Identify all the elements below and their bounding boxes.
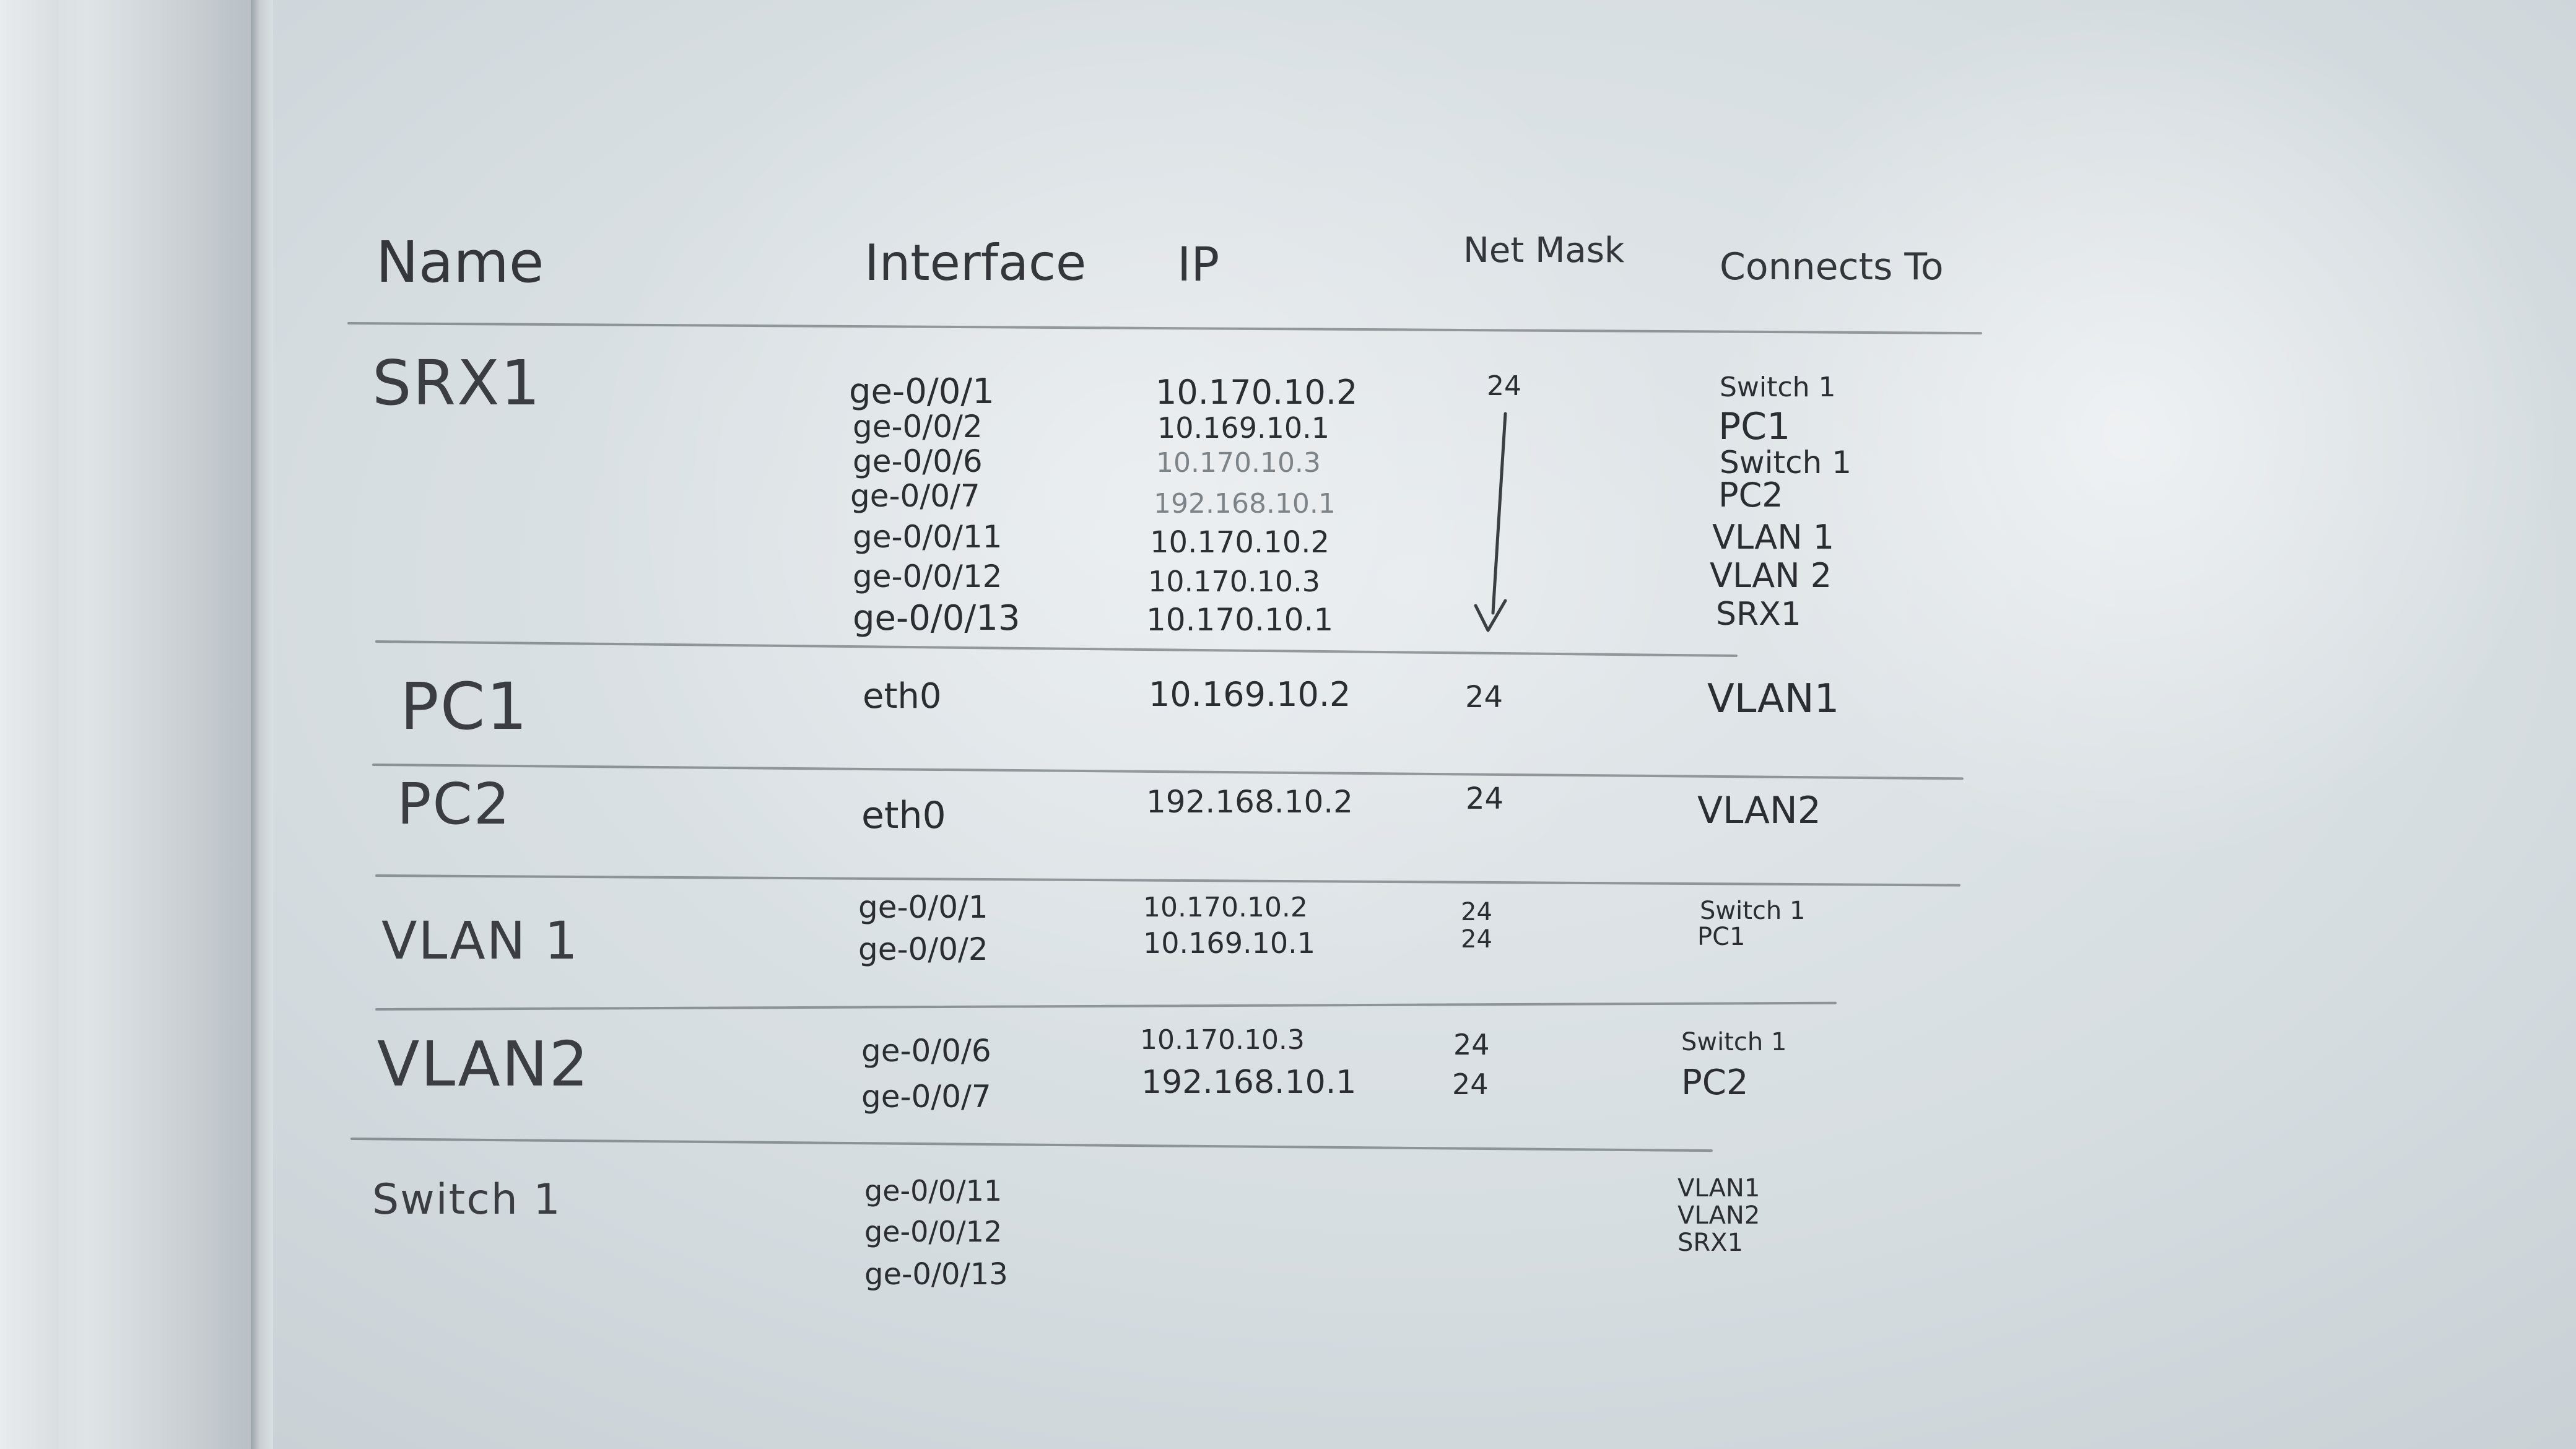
vlan2-interface: ge-0/0/6 [861, 1033, 991, 1069]
vlan2-ip: 10.170.10.3 [1140, 1024, 1305, 1056]
whiteboard-frame [0, 0, 251, 1449]
srx1-connects-to: Switch 1 [1720, 372, 1836, 403]
vlan2-net-mask: 24 [1452, 1068, 1489, 1101]
srx1-ip: 10.170.10.2 [1150, 525, 1330, 560]
vlan1-interface: ge-0/0/1 [858, 889, 988, 925]
pc1-ip: 10.169.10.2 [1149, 675, 1351, 714]
row-name-switch1: Switch 1 [372, 1175, 562, 1224]
srx1-ip: 10.170.10.1 [1146, 602, 1334, 638]
switch1-connects-to: SRX1 [1677, 1229, 1744, 1257]
vlan1-net-mask: 24 [1461, 925, 1492, 954]
switch1-interface: ge-0/0/12 [864, 1215, 1003, 1248]
header-net-mask: Net Mask [1463, 230, 1625, 271]
switch1-interface: ge-0/0/11 [864, 1174, 1003, 1208]
srx1-connects-to: PC1 [1718, 405, 1791, 448]
srx1-connects-to: PC2 [1718, 476, 1783, 515]
srx1-interface: ge-0/0/13 [853, 598, 1020, 638]
vlan1-connects-to: Switch 1 [1700, 897, 1806, 925]
srx1-interface: ge-0/0/12 [853, 559, 1003, 594]
vlan2-connects-to: Switch 1 [1681, 1028, 1787, 1056]
vlan1-interface: ge-0/0/2 [858, 931, 988, 967]
row-name-pc2: PC2 [397, 771, 511, 837]
srx1-interface: ge-0/0/1 [849, 372, 994, 412]
vlan2-interface: ge-0/0/7 [861, 1079, 991, 1115]
srx1-connects-to: Switch 1 [1720, 445, 1852, 481]
pc2-net-mask: 24 [1466, 781, 1504, 816]
srx1-ip: 10.170.10.3 [1156, 447, 1321, 479]
vlan1-ip: 10.169.10.1 [1143, 926, 1315, 960]
srx1-interface: ge-0/0/6 [853, 443, 983, 479]
row-name-srx1: SRX1 [372, 347, 542, 419]
pc1-net-mask: 24 [1465, 680, 1503, 715]
wall-strip [0, 0, 59, 1449]
row-name-pc1: PC1 [400, 669, 529, 744]
pc2-connects-to: VLAN2 [1697, 789, 1821, 832]
row-name-vlan2: VLAN2 [377, 1028, 590, 1100]
pc2-ip: 192.168.10.2 [1146, 784, 1353, 820]
whiteboard: Name Interface IP Net Mask Connects To S… [273, 0, 2576, 1449]
vlan1-net-mask: 24 [1461, 898, 1492, 926]
vlan2-connects-to: PC2 [1681, 1063, 1749, 1103]
srx1-connects-to: SRX1 [1716, 596, 1801, 633]
pc1-interface: eth0 [863, 676, 942, 716]
srx1-ip: 10.170.10.3 [1148, 565, 1320, 598]
down-arrow-icon [1474, 412, 1507, 632]
srx1-ip: 10.170.10.2 [1155, 373, 1358, 412]
vlan2-net-mask: 24 [1453, 1028, 1490, 1061]
switch1-interface: ge-0/0/13 [864, 1257, 1008, 1292]
header-connects-to: Connects To [1720, 245, 1944, 289]
header-ip: IP [1177, 237, 1220, 292]
vlan1-ip: 10.170.10.2 [1143, 892, 1308, 923]
whiteboard-frame-edge [251, 0, 273, 1449]
header-interface: Interface [864, 234, 1087, 292]
srx1-net-mask: 24 [1487, 370, 1521, 402]
srx1-interface: ge-0/0/11 [853, 519, 1003, 555]
switch1-connects-to: VLAN1 [1677, 1174, 1760, 1203]
srx1-interface: ge-0/0/2 [853, 409, 983, 445]
vlan1-connects-to: PC1 [1697, 923, 1746, 951]
row-name-vlan1: VLAN 1 [381, 910, 579, 971]
srx1-connects-to: VLAN 2 [1710, 556, 1832, 595]
srx1-interface: ge-0/0/7 [850, 478, 980, 514]
switch1-connects-to: VLAN2 [1677, 1201, 1760, 1230]
srx1-ip: 192.168.10.1 [1154, 488, 1336, 520]
pc1-connects-to: VLAN1 [1707, 676, 1840, 722]
pc2-interface: eth0 [861, 794, 946, 837]
srx1-connects-to: VLAN 1 [1712, 518, 1835, 557]
srx1-ip: 10.169.10.1 [1157, 411, 1329, 445]
vlan2-ip: 192.168.10.1 [1141, 1064, 1357, 1101]
header-name: Name [376, 229, 544, 295]
